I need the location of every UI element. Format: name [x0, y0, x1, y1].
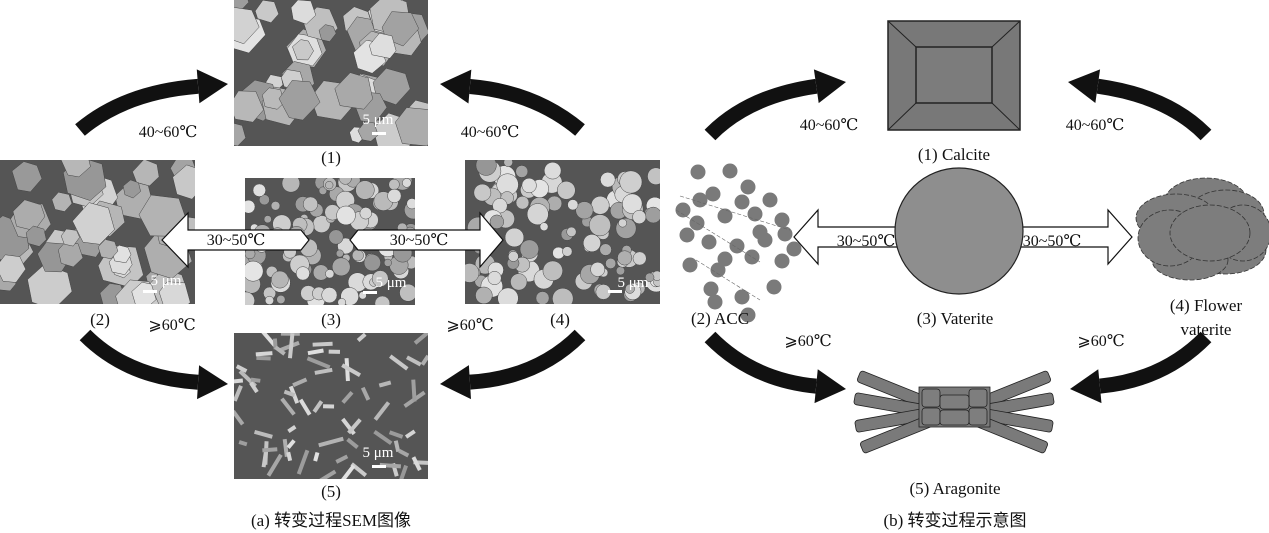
condition-a-middle-right: 30~50℃ — [390, 232, 449, 249]
sem-label-3: (3) — [321, 310, 341, 329]
acc-particle — [690, 164, 706, 180]
acc-particle — [786, 241, 802, 257]
curved-arrow-a-top-right — [440, 69, 585, 136]
acc-particle — [717, 208, 733, 224]
label-flower-vaterite-line1: (4) Flower — [1170, 296, 1243, 315]
condition-b-top-left: 40~60℃ — [800, 117, 859, 134]
acc-particle — [734, 289, 750, 305]
scale-bar — [372, 465, 386, 468]
curved-arrow-b-bottom-left — [704, 331, 846, 404]
acc-particle — [705, 186, 721, 202]
calcite-crystal — [887, 20, 1021, 131]
scale-bar-label-3: 5 μm — [376, 275, 407, 291]
scale-bar-label-5: 5 μm — [363, 445, 394, 461]
sem-image-5 — [234, 333, 428, 479]
sem-label-1: (1) — [321, 148, 341, 167]
label-calcite: (1) Calcite — [918, 145, 990, 164]
acc-particle — [717, 251, 733, 267]
condition-a-top-left: 40~60℃ — [139, 124, 198, 141]
acc-particle — [740, 179, 756, 195]
acc-particle — [740, 307, 756, 323]
acc-particle — [766, 279, 782, 295]
condition-a-top-right: 40~60℃ — [461, 124, 520, 141]
sem-image-4 — [465, 160, 660, 304]
acc-particle — [675, 202, 691, 218]
acc-particle — [682, 257, 698, 273]
caption-a: (a) 转变过程SEM图像 — [251, 511, 411, 530]
label-aragonite: (5) Aragonite — [909, 479, 1000, 498]
white-arrow-a-left — [161, 211, 310, 269]
condition-b-bottom-right: ⩾60℃ — [1077, 333, 1124, 350]
acc-particles — [675, 163, 802, 323]
curved-arrow-a-bottom-right — [440, 329, 586, 400]
acc-particle — [703, 281, 719, 297]
curved-arrow-b-top-right — [1068, 69, 1212, 141]
acc-particle — [762, 192, 778, 208]
curved-arrow-b-bottom-right — [1070, 331, 1212, 404]
acc-particle — [774, 253, 790, 269]
scale-bar — [143, 290, 157, 293]
curved-arrow-a-top-left — [75, 69, 228, 136]
schematic-shapes — [675, 20, 1269, 454]
scale-bar-label-2: 5 μm — [151, 273, 182, 289]
acc-particle — [734, 194, 750, 210]
acc-particle — [774, 212, 790, 228]
acc-particle — [679, 227, 695, 243]
condition-b-top-right: 40~60℃ — [1066, 117, 1125, 134]
acc-particle — [692, 192, 708, 208]
sem-label-5: (5) — [321, 482, 341, 501]
condition-b-middle-left: 30~50℃ — [837, 233, 896, 250]
condition-b-middle-right: 30~50℃ — [1023, 233, 1082, 250]
scale-bar — [363, 291, 377, 294]
acc-particle — [707, 294, 723, 310]
acc-particle — [710, 262, 726, 278]
caption-b: (b) 转变过程示意图 — [883, 511, 1026, 530]
acc-particle — [722, 163, 738, 179]
scale-bar-label-1: 5 μm — [363, 112, 394, 128]
acc-particle — [701, 234, 717, 250]
acc-particle — [744, 249, 760, 265]
arrows — [75, 69, 1212, 404]
curved-arrow-a-bottom-left — [79, 329, 228, 400]
condition-b-bottom-left: ⩾60℃ — [784, 333, 831, 350]
white-arrow-a-right — [349, 211, 504, 269]
sem-images — [0, 0, 660, 479]
sem-label-4: (4) — [550, 310, 570, 329]
acc-particle — [777, 226, 793, 242]
condition-a-bottom-left: ⩾60℃ — [148, 317, 195, 334]
sem-image-1 — [234, 0, 428, 146]
condition-a-bottom-right: ⩾60℃ — [446, 317, 493, 334]
curved-arrow-b-top-left — [704, 69, 846, 141]
label-acc: (2) ACC — [691, 309, 749, 328]
scale-bar — [608, 290, 622, 293]
acc-particle — [752, 224, 768, 240]
condition-a-middle-left: 30~50℃ — [207, 232, 266, 249]
flower-petal — [1169, 204, 1251, 262]
sem-image-2 — [0, 160, 195, 304]
aragonite-crystal — [853, 370, 1055, 454]
flower-vaterite — [1135, 177, 1269, 281]
label-vaterite: (3) Vaterite — [917, 309, 994, 328]
scale-bar — [372, 132, 386, 135]
vaterite-sphere — [894, 167, 1024, 295]
scale-bar-label-4: 5 μm — [618, 275, 649, 291]
label-flower-vaterite-line2: vaterite — [1181, 320, 1232, 339]
sem-label-2: (2) — [90, 310, 110, 329]
